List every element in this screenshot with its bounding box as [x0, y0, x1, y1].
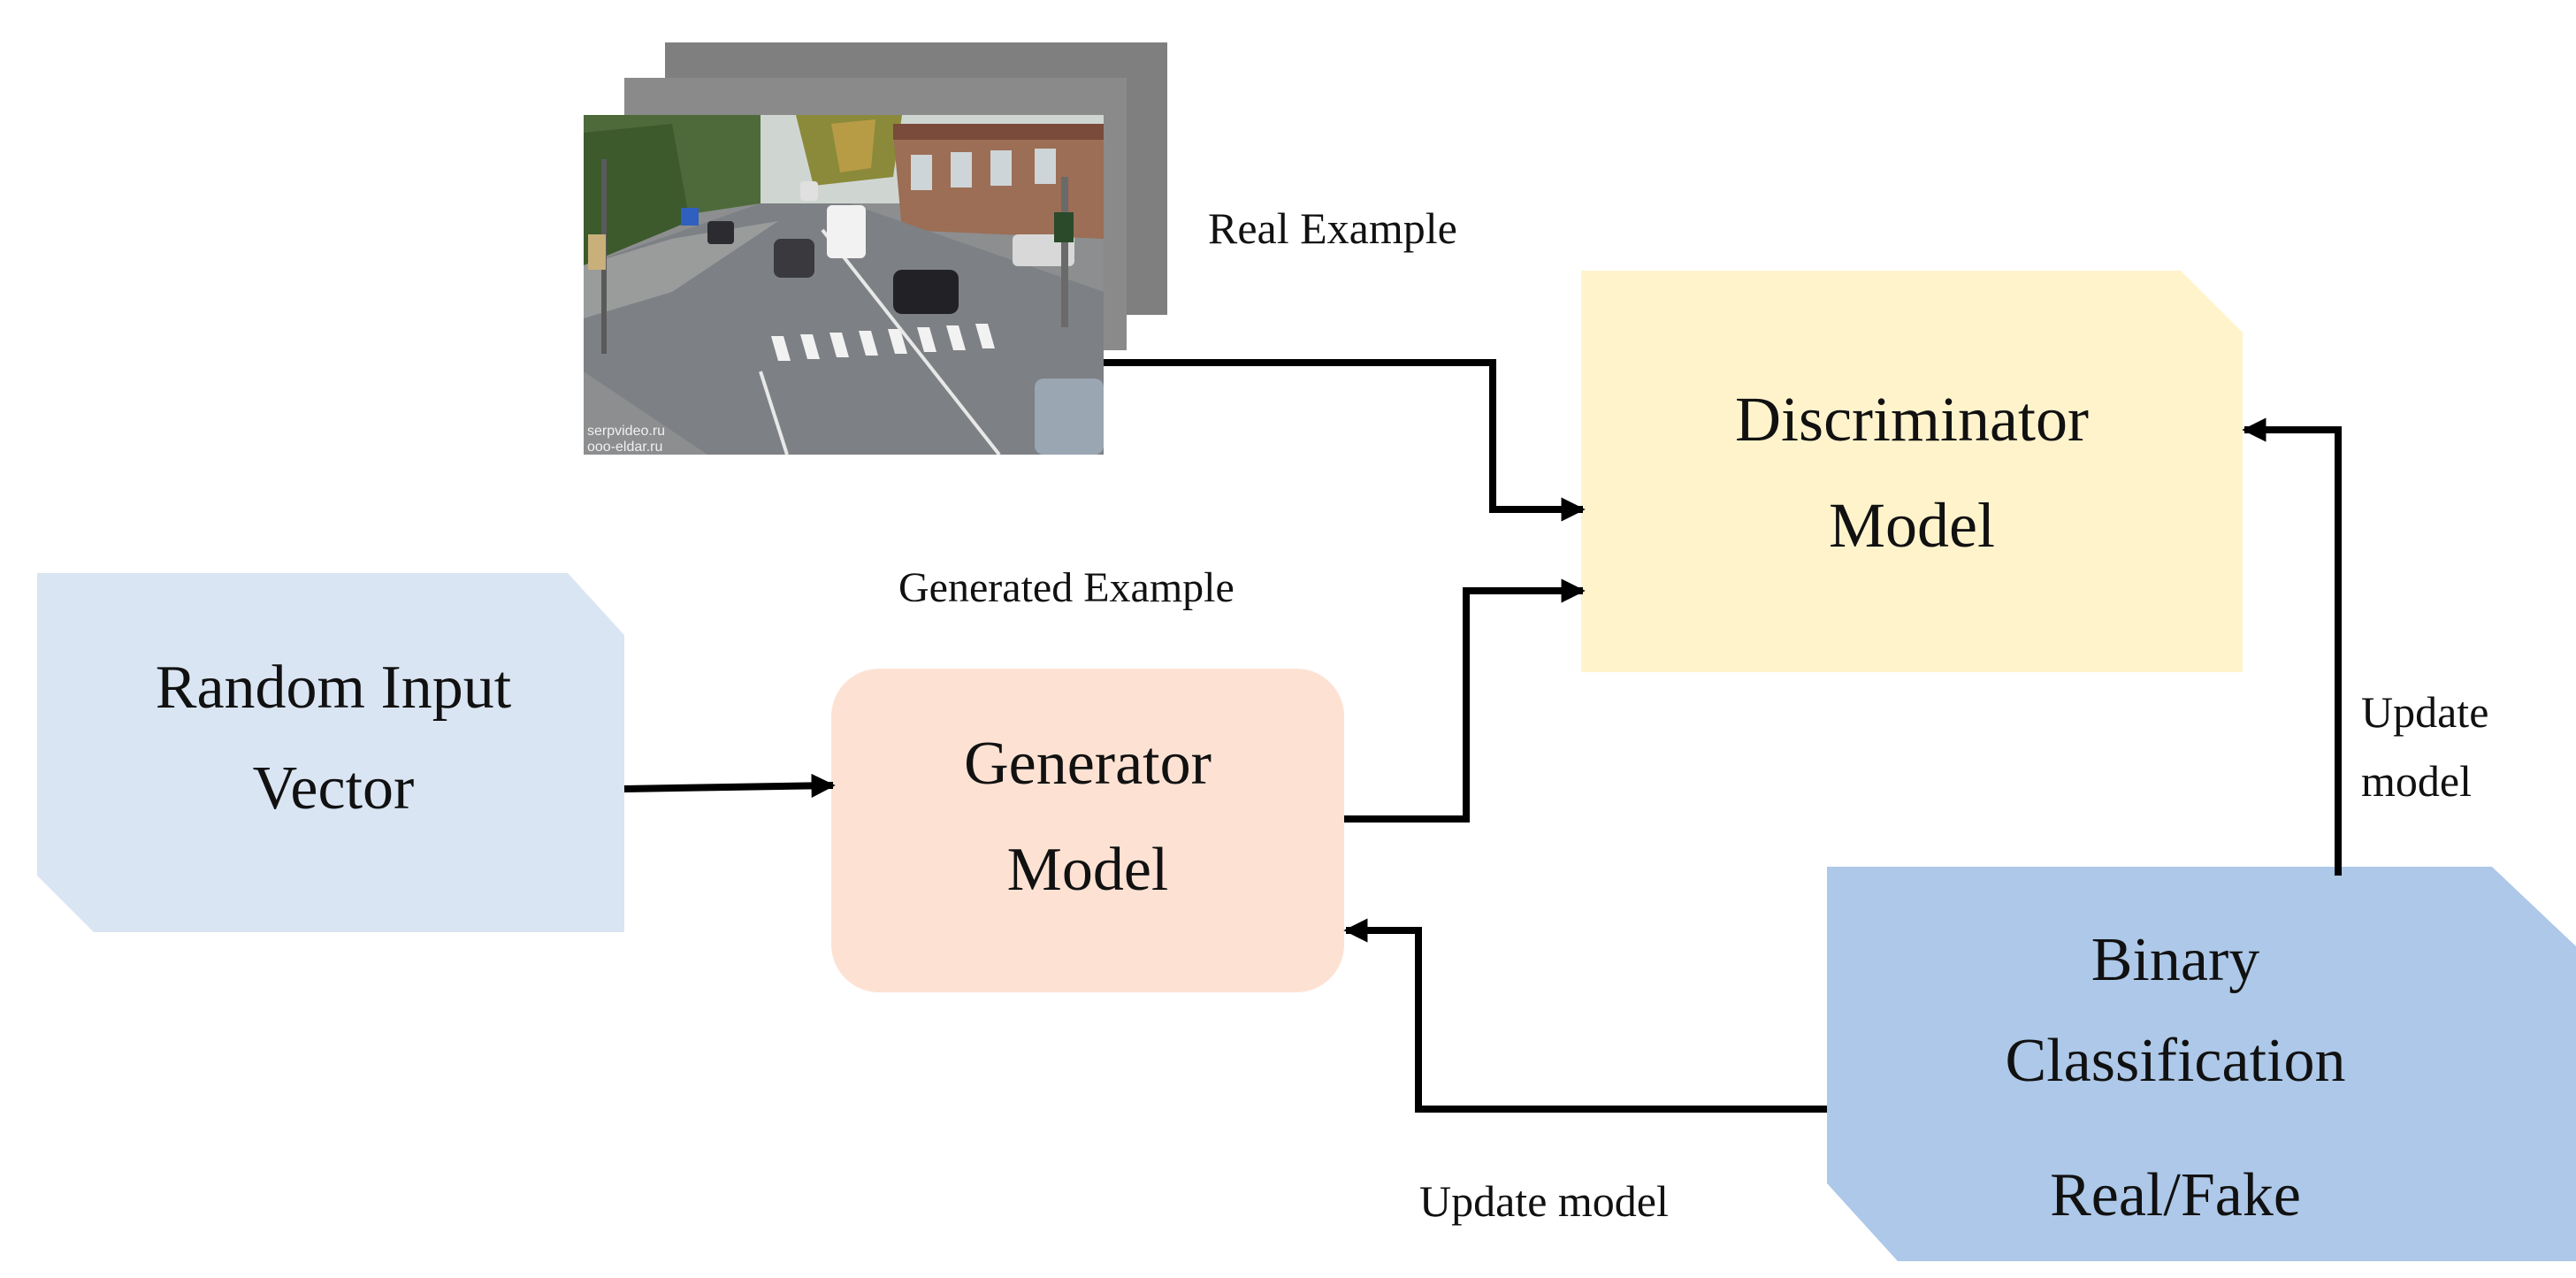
random-input-vector-line1: Random Input	[156, 654, 512, 722]
generator-model-line1: Generator	[964, 730, 1212, 798]
photo-watermark-line1: serpvideo.ru	[587, 424, 665, 439]
arrow-real-to-discriminator	[1104, 359, 1586, 522]
binary-classification-line2: Classification	[2006, 1027, 2346, 1095]
generator-model-shape	[831, 669, 1344, 992]
binary-classification-node: Binary Classification Real/Fake	[1827, 867, 2576, 1261]
generator-model-node: Generator Model	[831, 669, 1344, 992]
discriminator-model-node: Discriminator Model	[1581, 271, 2243, 672]
random-input-vector-node: Random Input Vector	[37, 573, 624, 932]
update-model-right-label-line2: model	[2361, 756, 2472, 806]
binary-classification-shape	[1827, 867, 2576, 1261]
arrow-binary-to-discriminator	[2242, 417, 2342, 876]
binary-classification-line1: Binary	[2091, 926, 2260, 994]
discriminator-model-line2: Model	[1829, 490, 1995, 561]
arrow-binary-to-generator	[1343, 918, 1827, 1113]
real-example-image-stack: serpvideo.ru ooo-eldar.ru	[584, 42, 1167, 455]
update-model-right-label-line1: Update	[2361, 687, 2488, 737]
arrow-random-to-generator	[623, 773, 836, 799]
generated-example-label: Generated Example	[898, 564, 1234, 611]
generator-model-line2: Model	[1007, 836, 1169, 904]
traffic-intersection-photo: serpvideo.ru ooo-eldar.ru	[584, 115, 1104, 455]
binary-classification-line3: Real/Fake	[2050, 1161, 2301, 1229]
real-example-label: Real Example	[1208, 203, 1457, 253]
discriminator-model-line1: Discriminator	[1735, 384, 2089, 455]
photo-watermark-line2: ooo-eldar.ru	[587, 440, 662, 455]
update-model-bottom-label: Update model	[1419, 1176, 1669, 1226]
random-input-vector-shape	[37, 573, 624, 932]
arrow-generator-to-discriminator	[1344, 578, 1586, 823]
discriminator-model-shape	[1581, 271, 2243, 672]
random-input-vector-line2: Vector	[253, 754, 415, 823]
